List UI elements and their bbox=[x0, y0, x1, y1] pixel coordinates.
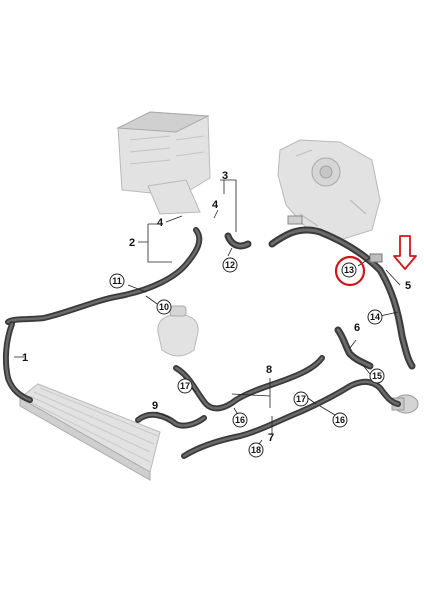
hose-9-lower-left bbox=[135, 411, 207, 429]
down-arrow-icon bbox=[393, 235, 417, 270]
svg-text:16: 16 bbox=[235, 415, 245, 425]
svg-text:11: 11 bbox=[112, 276, 122, 286]
hose-1-radiator-feed bbox=[2, 321, 33, 403]
hose-2-left-branch bbox=[5, 227, 203, 325]
callout-14: 14 bbox=[367, 309, 383, 325]
callout-18: 18 bbox=[248, 442, 264, 458]
callout-17-left: 17 bbox=[177, 378, 193, 394]
expansion-tank bbox=[157, 305, 199, 357]
leader-lines bbox=[14, 179, 401, 449]
callout-15: 15 bbox=[369, 368, 385, 384]
label-4-right: 4 bbox=[212, 199, 219, 211]
callout-13[interactable]: 13 bbox=[341, 262, 357, 278]
callout-16-right: 16 bbox=[332, 412, 348, 428]
hose-12-short bbox=[224, 232, 252, 250]
svg-text:17: 17 bbox=[180, 381, 190, 391]
svg-text:17: 17 bbox=[296, 394, 306, 404]
label-2: 2 bbox=[129, 237, 135, 249]
label-3: 3 bbox=[222, 170, 228, 182]
label-1: 1 bbox=[22, 352, 28, 364]
callout-12: 12 bbox=[222, 257, 238, 273]
hose-6-right bbox=[334, 326, 374, 370]
label-7: 7 bbox=[268, 432, 274, 444]
callout-16-middle: 16 bbox=[232, 412, 248, 428]
callout-10: 10 bbox=[156, 299, 172, 315]
highlight-circle-13 bbox=[334, 255, 366, 287]
svg-text:18: 18 bbox=[251, 445, 261, 455]
label-6: 6 bbox=[354, 322, 360, 334]
coolant-pump-housing bbox=[277, 139, 381, 241]
hose-8-middle bbox=[173, 355, 325, 412]
callout-11: 11 bbox=[109, 273, 125, 289]
label-5: 5 bbox=[405, 280, 411, 292]
hose-7-lower bbox=[181, 378, 401, 459]
svg-text:13: 13 bbox=[344, 265, 354, 275]
label-9: 9 bbox=[152, 400, 158, 412]
svg-text:14: 14 bbox=[370, 312, 380, 322]
svg-text:15: 15 bbox=[372, 371, 382, 381]
svg-text:12: 12 bbox=[225, 260, 235, 270]
label-4-left: 4 bbox=[157, 217, 164, 229]
hose-5-upper bbox=[268, 215, 416, 370]
callout-17-right: 17 bbox=[293, 391, 309, 407]
svg-text:16: 16 bbox=[335, 415, 345, 425]
battery-heater-unit bbox=[116, 111, 211, 215]
label-8: 8 bbox=[266, 364, 272, 376]
svg-text:10: 10 bbox=[159, 302, 169, 312]
radiator bbox=[19, 383, 161, 481]
